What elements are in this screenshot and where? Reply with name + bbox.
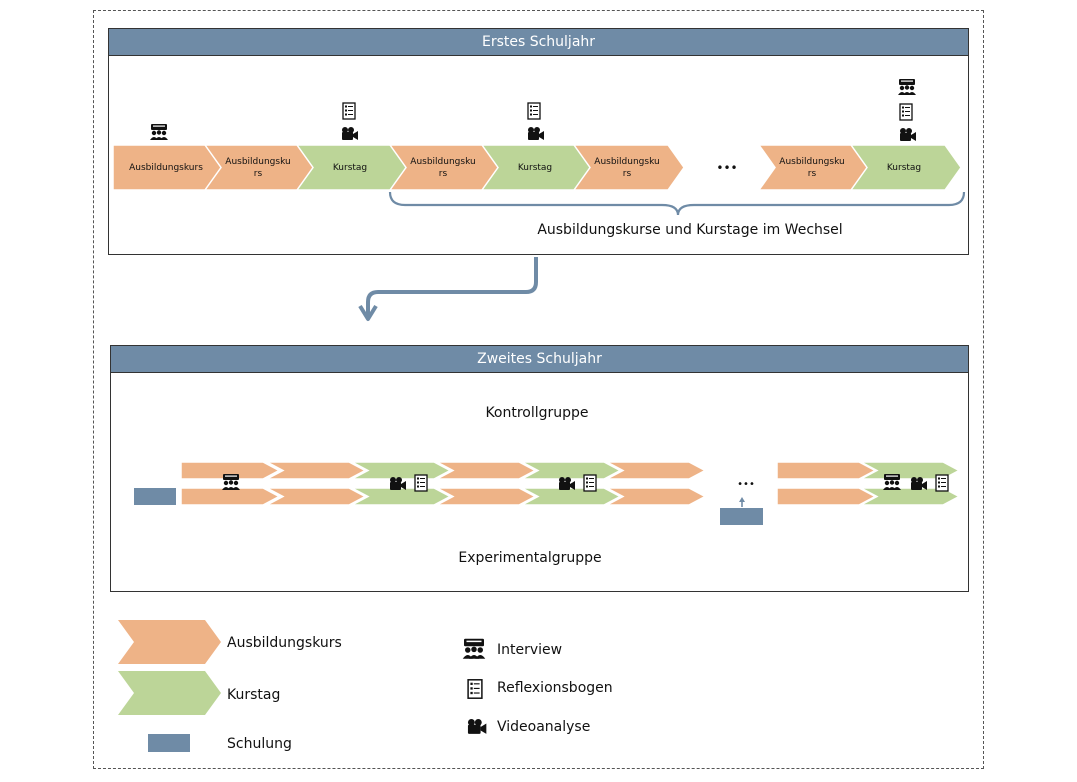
chevron-label: rs bbox=[254, 169, 263, 179]
videoanalyse-icon bbox=[342, 127, 358, 140]
reflexionsbogen-icon bbox=[527, 102, 541, 120]
schulung-arrow-head bbox=[739, 497, 745, 502]
ausbildungskurs-chevron bbox=[203, 144, 316, 191]
interview-icon bbox=[883, 474, 901, 490]
reflexionsbogen-icon bbox=[899, 103, 913, 121]
kurstag-chevron bbox=[351, 461, 452, 480]
ausbildungskurs-chevron bbox=[266, 487, 367, 506]
interview-icon bbox=[462, 638, 486, 659]
reflexionsbogen-icon bbox=[583, 474, 597, 492]
legend-ausbildung-swatch bbox=[118, 620, 221, 664]
chevron-label: rs bbox=[439, 169, 448, 179]
interview-icon bbox=[222, 474, 240, 490]
legend-ausbildung-label: Ausbildungskurs bbox=[227, 635, 342, 651]
schulung-block bbox=[720, 508, 763, 525]
ausbildungskurs-chevron bbox=[180, 461, 281, 480]
ausbildungskurs-chevron bbox=[606, 461, 707, 480]
year2-ellipsis: ••• bbox=[737, 479, 755, 490]
year-transition-arrow bbox=[366, 257, 538, 316]
year1-title: Erstes Schuljahr bbox=[109, 29, 968, 56]
year1-ellipsis: ••• bbox=[716, 161, 737, 175]
ausbildungskurs-chevron bbox=[388, 144, 501, 191]
reflexionsbogen-icon bbox=[414, 474, 428, 492]
alternation-brace bbox=[388, 191, 966, 216]
chevron-label: Ausbildungskurs bbox=[129, 163, 203, 173]
chevron-label: rs bbox=[808, 169, 817, 179]
legend-reflexion-label: Reflexionsbogen bbox=[497, 680, 613, 696]
kurstag-chevron bbox=[849, 144, 962, 191]
kurstag-chevron bbox=[521, 461, 622, 480]
interview-icon bbox=[150, 124, 168, 140]
ausbildungskurs-chevron bbox=[436, 487, 537, 506]
kurstag-chevron bbox=[521, 487, 622, 506]
chevron-label: Kurstag bbox=[518, 163, 552, 173]
outer-frame bbox=[93, 10, 984, 769]
experimental-group-sequence bbox=[180, 487, 961, 506]
reflexionsbogen-icon bbox=[342, 102, 356, 120]
interview-icon bbox=[898, 79, 916, 95]
chevron-label: rs bbox=[623, 169, 632, 179]
chevron-label: Kurstag bbox=[887, 163, 921, 173]
ausbildungskurs-chevron bbox=[757, 144, 870, 191]
legend-schulung-label: Schulung bbox=[227, 736, 292, 752]
chevron-label: Ausbildungsku bbox=[225, 157, 290, 167]
legend-schulung-swatch bbox=[148, 734, 190, 752]
videoanalyse-icon bbox=[900, 128, 916, 141]
ausbildungskurs-chevron bbox=[266, 461, 367, 480]
legend-kurstag-label: Kurstag bbox=[227, 687, 280, 703]
control-group-sequence bbox=[180, 461, 961, 480]
year1-panel: Erstes Schuljahr bbox=[108, 28, 969, 255]
control-group-label: Kontrollgruppe bbox=[485, 405, 588, 421]
ausbildungskurs-chevron bbox=[776, 487, 877, 506]
kurstag-chevron bbox=[351, 487, 452, 506]
ausbildungskurs-chevron bbox=[436, 461, 537, 480]
ausbildungskurs-chevron bbox=[572, 144, 685, 191]
year2-title: Zweites Schuljahr bbox=[111, 346, 968, 373]
legend-interview-label: Interview bbox=[497, 642, 562, 658]
schulung-block bbox=[134, 488, 176, 505]
reflexionsbogen-icon bbox=[935, 474, 949, 492]
videoanalyse-icon bbox=[467, 718, 487, 734]
chevron-label: Ausbildungsku bbox=[594, 157, 659, 167]
chevron-label: Ausbildungsku bbox=[410, 157, 475, 167]
ausbildungskurs-chevron bbox=[606, 487, 707, 506]
legend-video-label: Videoanalyse bbox=[497, 719, 590, 735]
experimental-group-label: Experimentalgruppe bbox=[458, 550, 601, 566]
videoanalyse-icon bbox=[528, 127, 544, 140]
chevron-label: Kurstag bbox=[333, 163, 367, 173]
chevron-label: Ausbildungsku bbox=[779, 157, 844, 167]
legend-kurstag-swatch bbox=[118, 671, 221, 715]
arrow-head bbox=[358, 304, 378, 321]
year1-sequence: AusbildungskursAusbildungskursKurstagAus… bbox=[112, 144, 962, 191]
ausbildungskurs-chevron bbox=[776, 461, 877, 480]
ausbildungskurs-chevron bbox=[180, 487, 281, 506]
brace-label: Ausbildungskurse und Kurstage im Wechsel bbox=[537, 222, 842, 238]
reflexionsbogen-icon bbox=[467, 679, 483, 699]
